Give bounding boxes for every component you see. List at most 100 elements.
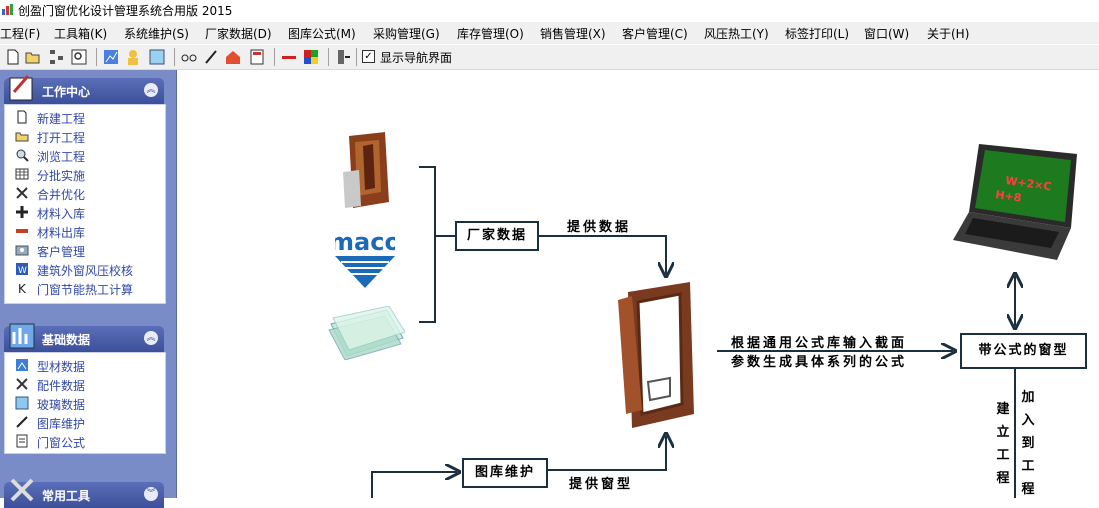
- glass-image: [328, 306, 406, 360]
- toolbar: ✓ 显示导航界面: [0, 45, 1099, 70]
- window-title: 创盈门窗优化设计管理系统合用版 2015: [18, 4, 233, 18]
- sidebar-item-label: 建筑外窗风压校核: [37, 264, 134, 278]
- sidebar-item-label: 新建工程: [37, 112, 86, 126]
- provide-data-label: 提供数据: [567, 220, 632, 235]
- profile-icon: [16, 359, 28, 371]
- new-file-icon: [17, 110, 27, 124]
- panel-work-center-body: 新建工程 打开工程 浏览工程 分批实施 合并优化 材料入库 材料出库 客户管理 …: [4, 104, 166, 304]
- library-maintenance-box[interactable]: 图库维护: [462, 458, 548, 488]
- menu-customer[interactable]: 客户管理(C): [622, 27, 688, 41]
- formula-icon: [16, 434, 28, 448]
- open-folder-icon: [15, 132, 29, 142]
- menu-sales[interactable]: 销售管理(X): [540, 27, 606, 41]
- palette-icon[interactable]: [302, 48, 320, 66]
- tree-icon[interactable]: [48, 48, 66, 66]
- menu-about[interactable]: 关于(H): [927, 27, 970, 41]
- sidebar-item-label: 浏览工程: [37, 150, 86, 164]
- chart-icon[interactable]: [102, 48, 120, 66]
- menu-vendor-data[interactable]: 厂家数据(D): [205, 27, 272, 41]
- menu-system-maintenance[interactable]: 系统维护(S): [124, 27, 189, 41]
- menu-purchase[interactable]: 采购管理(G): [373, 27, 440, 41]
- exit-icon[interactable]: [334, 48, 352, 66]
- new-file-icon[interactable]: [4, 48, 22, 66]
- house-icon[interactable]: [224, 48, 242, 66]
- k-icon: K: [18, 282, 27, 295]
- collapse-icon[interactable]: ︽: [144, 331, 158, 345]
- sidebar-item-label: 材料出库: [37, 226, 86, 240]
- sidebar-item-label: 配件数据: [37, 379, 86, 393]
- formula-line2: 参数生成具体系列的公式: [731, 355, 908, 370]
- glass-icon: [15, 396, 29, 410]
- build-project-label: 建立工程: [996, 402, 1010, 486]
- panel-basic-data-body: 型材数据 配件数据 玻璃数据 图库维护 门窗公式: [4, 352, 166, 454]
- formula-line1: 根据通用公式库输入截面: [731, 336, 908, 351]
- preview-icon[interactable]: [70, 48, 88, 66]
- people-icon: [15, 245, 29, 256]
- sidebar-item-label: 分批实施: [37, 169, 86, 183]
- user-icon[interactable]: [124, 48, 142, 66]
- sidebar-item-label: 型材数据: [37, 360, 86, 374]
- profile-image: [343, 132, 389, 208]
- panel-common-tools-title: 常用工具: [42, 489, 91, 503]
- plus-icon: [16, 206, 28, 218]
- sidebar-item-label: 合并优化: [37, 188, 86, 202]
- word-icon: W: [16, 263, 28, 276]
- panel-work-center-title: 工作中心: [42, 85, 91, 99]
- window-with-formula-box[interactable]: 带公式的窗型: [960, 333, 1087, 369]
- menu-inventory[interactable]: 库存管理(O): [457, 27, 524, 41]
- vendor-data-box[interactable]: 厂家数据: [455, 221, 539, 251]
- panel-basic-data-title: 基础数据: [42, 333, 91, 347]
- menu-project[interactable]: 工程(F): [0, 27, 41, 41]
- laptop-screen-text2: H+8: [995, 188, 1023, 205]
- tools-icon: [16, 187, 28, 199]
- minus-icon: [16, 229, 28, 233]
- calculator-icon[interactable]: [248, 48, 266, 66]
- sidebar-item-label: 门窗节能热工计算: [37, 283, 134, 297]
- expand-icon[interactable]: ︾: [144, 487, 158, 501]
- menu-label-print[interactable]: 标签打印(L): [785, 27, 850, 41]
- sidebar-item-label: 图库维护: [37, 417, 86, 431]
- sidebar-item-label: 打开工程: [37, 131, 86, 145]
- maco-logo: maco: [335, 220, 395, 288]
- pen-icon[interactable]: [202, 48, 220, 66]
- show-nav-label: 显示导航界面: [380, 51, 453, 65]
- menu-bar: 工程(F) 工具箱(K) 系统维护(S) 厂家数据(D) 图库公式(M) 采购管…: [0, 22, 1099, 44]
- svg-text:K: K: [18, 282, 27, 295]
- laptop-image: W+2×C H+8: [953, 144, 1077, 260]
- collapse-icon[interactable]: ︽: [144, 83, 158, 97]
- diagram-lines: [371, 166, 1099, 498]
- menu-window[interactable]: 窗口(W): [864, 27, 910, 41]
- panel-common-tools-header[interactable]: 常用工具 ︾: [4, 478, 164, 508]
- sidebar-item-label: 门窗公式: [37, 436, 86, 450]
- add-to-project-label: 加入到工程: [1021, 390, 1035, 497]
- menu-wind-thermal[interactable]: 风压热工(Y): [704, 27, 769, 41]
- svg-text:W: W: [18, 266, 27, 276]
- maco-logo-text: maco: [335, 228, 395, 256]
- show-nav-checkbox[interactable]: ✓: [362, 50, 375, 63]
- sidebar-item-label: 材料入库: [37, 207, 86, 221]
- menu-library-formula[interactable]: 图库公式(M): [288, 27, 356, 41]
- open-folder-icon[interactable]: [24, 48, 42, 66]
- sidebar-item-label: 客户管理: [37, 245, 86, 259]
- work-center-icon: [9, 75, 33, 101]
- navigation-diagram: maco 厂家数据 提供数据 根据通用公式库输入截面 参数生成具体系列的公式 带…: [177, 70, 1099, 498]
- title-bar: 创盈门窗优化设计管理系统合用版 2015: [0, 0, 1099, 20]
- common-tools-icon: [10, 478, 34, 502]
- laptop-screen-text1: W+2×C: [1005, 174, 1053, 193]
- panel-basic-data-header[interactable]: 基础数据 ︽: [4, 323, 164, 352]
- sidebar: 工作中心 ︽ 新建工程 打开工程 浏览工程 分批实施 合并优化 材料入库 材料出…: [0, 70, 177, 508]
- basic-data-icon: [9, 323, 35, 349]
- image-icon[interactable]: [148, 48, 166, 66]
- menu-toolbox[interactable]: 工具箱(K): [54, 27, 108, 41]
- pen-icon: [16, 416, 28, 428]
- app-icon: [2, 4, 13, 15]
- tools-icon: [16, 378, 28, 390]
- magnifier-icon: [16, 149, 29, 162]
- panel-work-center-header[interactable]: 工作中心 ︽: [4, 75, 164, 104]
- provide-window-label: 提供窗型: [569, 477, 634, 492]
- glasses-icon[interactable]: [180, 48, 198, 66]
- window-image: [618, 282, 694, 428]
- grid-icon: [15, 168, 29, 180]
- cut-icon[interactable]: [280, 48, 298, 66]
- sidebar-item-label: 玻璃数据: [37, 398, 86, 412]
